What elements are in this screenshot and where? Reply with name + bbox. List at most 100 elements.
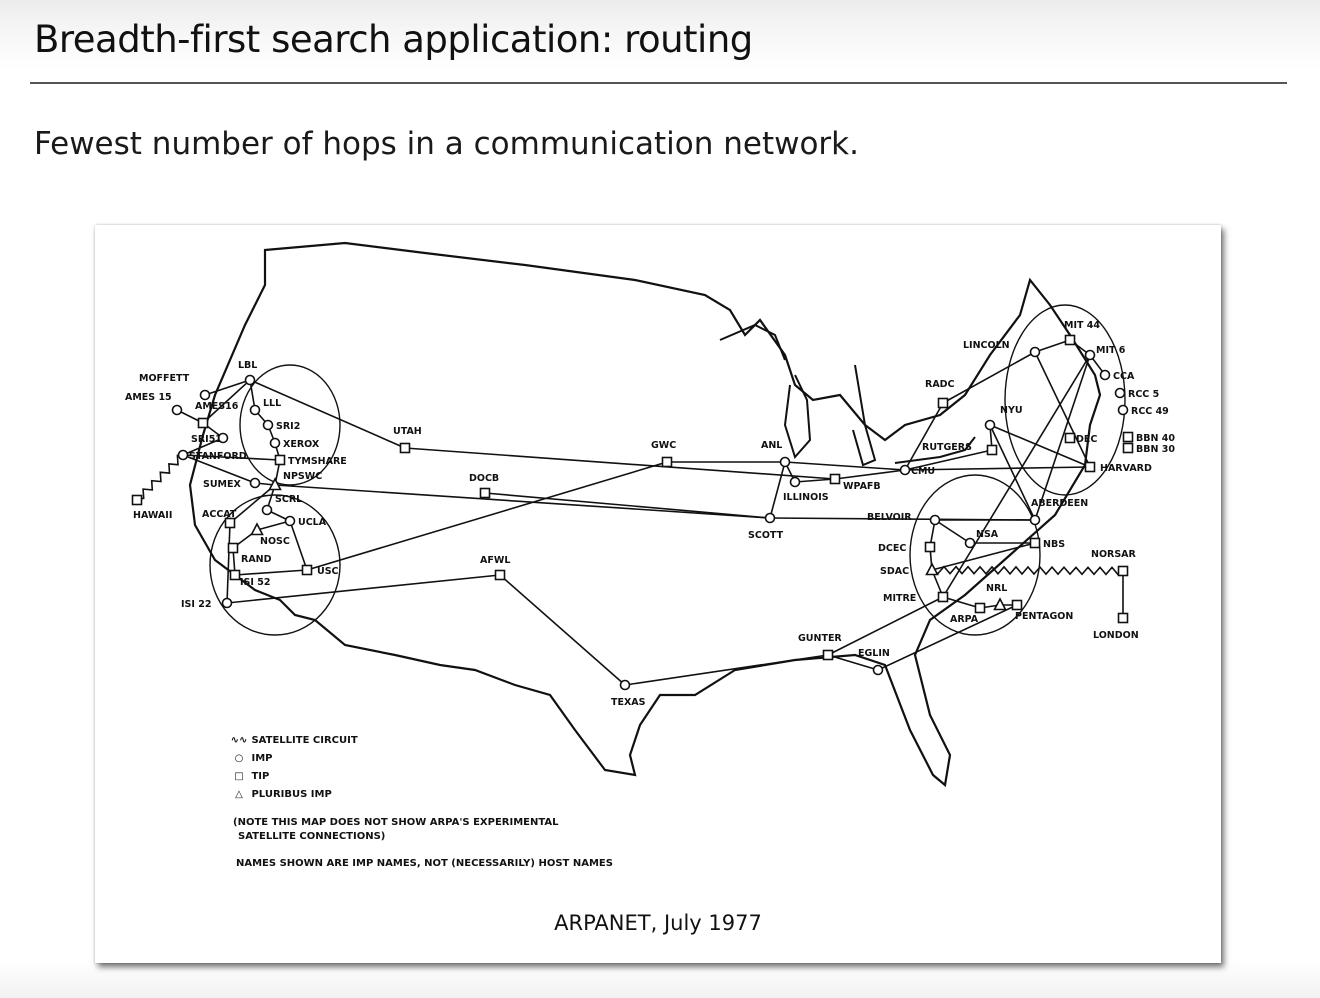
node-aberdeen: ABERDEEN [1029, 498, 1088, 526]
node-label: CCA [1113, 371, 1135, 382]
la-cluster-ring [209, 494, 341, 636]
tip-square-icon [224, 517, 236, 529]
tip-square-icon [131, 494, 143, 506]
node-nsa: NSA [964, 529, 999, 549]
imp-circle-icon [1029, 514, 1041, 526]
node-mit44: MIT 44 [1064, 320, 1100, 346]
node-label: ARPA [950, 614, 979, 625]
network-link-npswc-accat [229, 484, 276, 524]
node-utah: UTAH [393, 426, 422, 454]
boston-cluster-ring [1004, 304, 1126, 496]
network-link-docb-scott [484, 492, 771, 519]
map-names-note: NAMES SHOWN ARE IMP NAMES, NOT (NECESSAR… [236, 858, 613, 869]
node-harvard: HARVARD [1084, 461, 1152, 474]
node-label: UTAH [393, 426, 422, 437]
node-bbn30: BBN 30 [1122, 442, 1175, 455]
imp-circle-icon [1099, 369, 1111, 381]
node-rutgers: RUTGERS [922, 442, 998, 456]
tip-square-icon [937, 397, 949, 409]
node-label: SRI51 [191, 434, 222, 445]
network-link-sri51-stanford [182, 437, 224, 456]
great-lakes-outline [719, 323, 976, 467]
legend-label: IMP [248, 753, 273, 764]
node-label: ACCAT [202, 509, 237, 520]
node-lll: LLL [249, 398, 281, 416]
legend-item-satellite-wave: ∿∿ SATELLITE CIRCUIT [230, 735, 358, 746]
node-nyu: NYU [984, 405, 1023, 431]
network-link-moffett-lbl [204, 379, 251, 396]
node-arpa: ARPA [950, 602, 986, 625]
node-wpafb: WPAFB [829, 473, 881, 492]
imp-circle-icon [171, 404, 183, 416]
node-isi22: ISI 22 [181, 597, 233, 610]
imp-circle-icon [872, 664, 884, 676]
slide-title: Breadth-first search application: routin… [34, 18, 753, 61]
tip-square-icon [301, 564, 313, 576]
network-link-stanford-tymshare [182, 454, 281, 461]
tip-square-icon [1084, 461, 1096, 473]
west-cluster-ring [239, 364, 341, 486]
tip-square-icon [1064, 334, 1076, 346]
node-label: SUMEX [203, 479, 241, 490]
node-docb: DOCB [469, 473, 499, 499]
network-link-gunter-eglin [827, 654, 879, 671]
node-label: RAND [241, 554, 272, 565]
legend-item-square: □ TIP [230, 771, 269, 782]
tip-square-icon [661, 456, 673, 468]
tip-square-icon [937, 591, 949, 603]
network-link-lbl-utah [249, 379, 406, 449]
square-icon: □ [234, 771, 244, 782]
node-label: DCEC [878, 543, 906, 554]
imp-circle-icon [284, 515, 296, 527]
imp-circle-icon [249, 404, 261, 416]
node-label: NRL [986, 583, 1007, 594]
node-label: HAWAII [133, 510, 172, 521]
tip-square-icon [494, 569, 506, 581]
node-label: SRI2 [276, 421, 300, 432]
title-divider [30, 82, 1287, 84]
node-sdac: SDAC [880, 562, 939, 577]
node-sri51: SRI51 [191, 432, 229, 445]
legend-label: PLURIBUS IMP [248, 789, 332, 800]
map-note-line-1: (NOTE THIS MAP DOES NOT SHOW ARPA'S EXPE… [233, 817, 559, 828]
node-anl: ANL [761, 440, 791, 468]
tip-square-icon [1117, 612, 1129, 624]
pluribus-imp-triangle-icon [925, 562, 939, 576]
node-label: SCOTT [748, 530, 784, 541]
network-link-illinois-wpafb [794, 478, 836, 483]
node-label: USC [317, 566, 339, 577]
node-label: ABERDEEN [1031, 498, 1088, 509]
node-eglin: EGLIN [858, 648, 890, 676]
node-belvoir: BELVOIR [867, 512, 941, 526]
node-label: WPAFB [843, 481, 881, 492]
network-link-isi52-usc [234, 569, 308, 576]
node-label: AMES16 [195, 401, 239, 412]
node-label: DOCB [469, 473, 499, 484]
node-npswc: NPSWC [268, 471, 322, 491]
node-label: NBS [1043, 539, 1065, 550]
node-label: PENTAGON [1015, 611, 1073, 622]
tip-square-icon [1011, 599, 1023, 611]
node-xerox: XEROX [269, 437, 320, 450]
node-dcec: DCEC [878, 541, 936, 554]
node-label: SCRL [275, 494, 302, 505]
tip-square-icon [986, 444, 998, 456]
node-norsar: NORSAR [1091, 549, 1137, 577]
tip-square-icon [924, 541, 936, 553]
node-radc: RADC [925, 379, 955, 409]
network-link-nyu-aberdeen [989, 424, 1036, 521]
network-link-isi22-afwl [226, 574, 501, 604]
node-label: MOFFETT [139, 373, 190, 384]
tip-square-icon [822, 649, 834, 661]
node-sumex: SUMEX [203, 477, 261, 490]
imp-circle-icon [789, 476, 801, 488]
node-label: TYMSHARE [288, 456, 347, 467]
imp-circle-icon [984, 419, 996, 431]
network-link-eglin-pentagon [877, 604, 1018, 671]
us-map-outline [188, 241, 1102, 788]
network-link-mitre-arpa [942, 596, 981, 609]
circle-icon: ○ [234, 753, 244, 764]
slide-subtitle: Fewest number of hops in a communication… [34, 126, 859, 162]
imp-circle-icon [261, 504, 273, 516]
node-label: DEC [1076, 434, 1097, 445]
